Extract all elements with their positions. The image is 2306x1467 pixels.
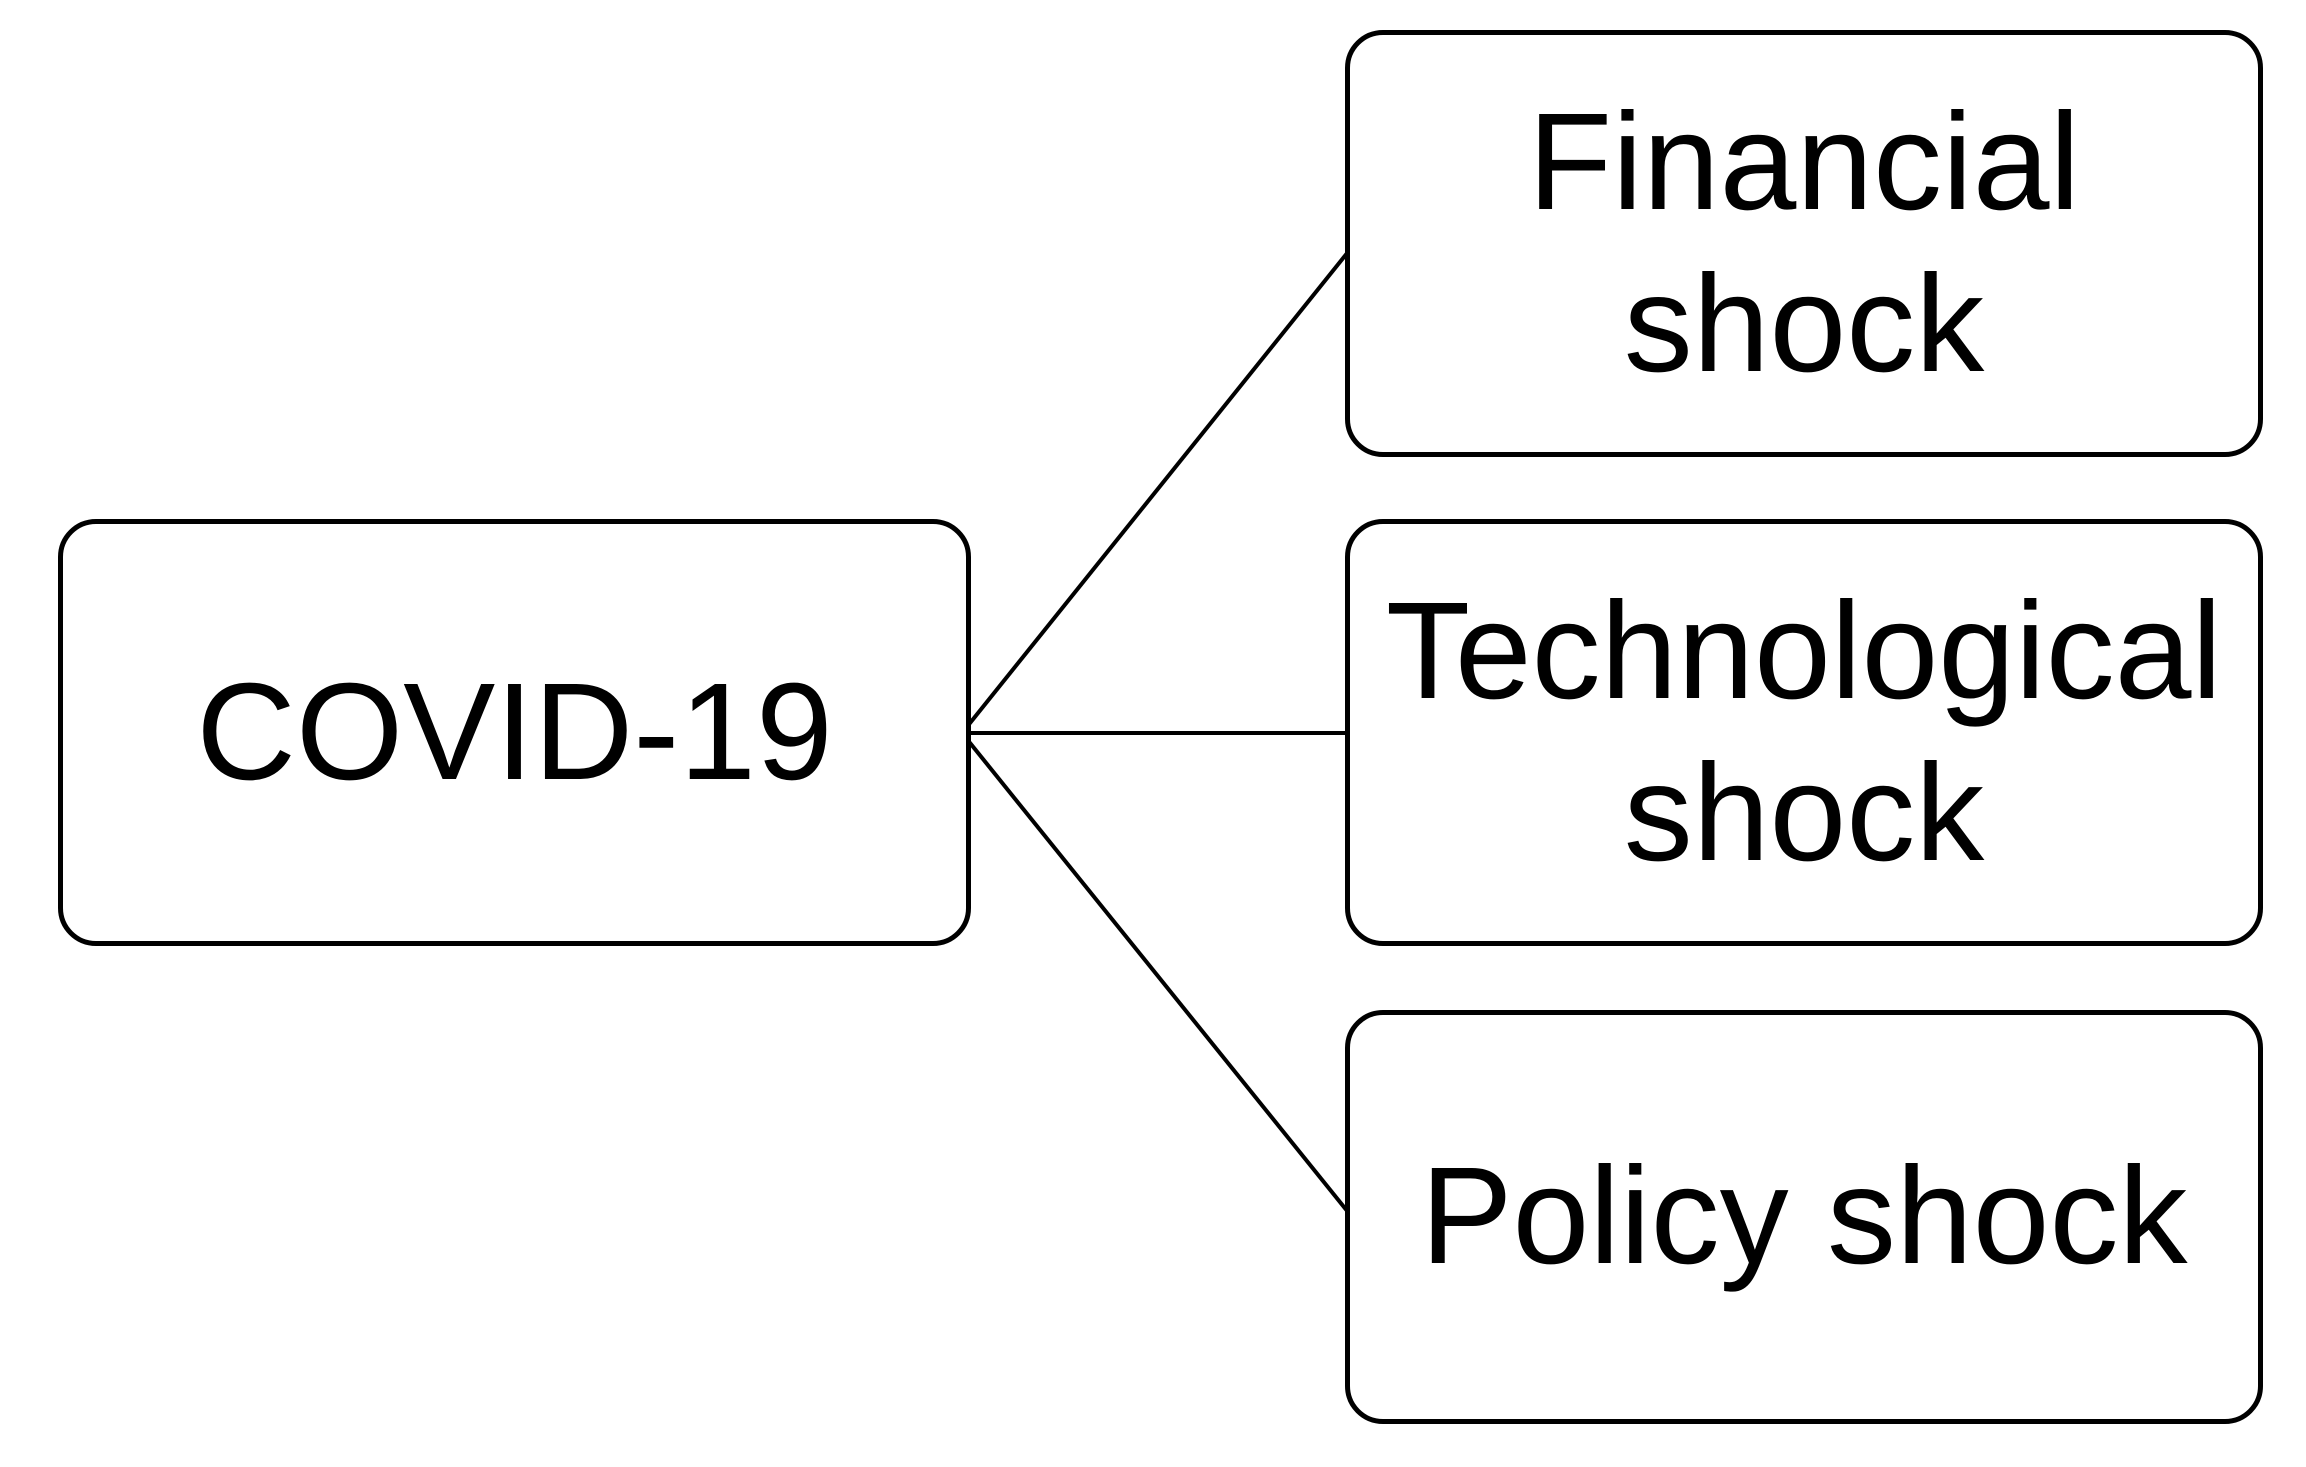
node-covid-19-label: COVID-19 <box>196 654 833 809</box>
node-policy-shock-label: Policy shock <box>1420 1139 2188 1294</box>
node-financial-shock: Financial shock <box>1345 30 2263 457</box>
connector-covid-policy <box>960 731 1350 1214</box>
node-financial-shock-label: Financial shock <box>1527 85 2081 401</box>
connector-covid-financial <box>960 250 1350 735</box>
node-technological-shock: Technological shock <box>1345 519 2263 946</box>
node-policy-shock: Policy shock <box>1345 1010 2263 1424</box>
node-technological-shock-label: Technological shock <box>1385 574 2223 890</box>
node-covid-19: COVID-19 <box>58 519 971 946</box>
